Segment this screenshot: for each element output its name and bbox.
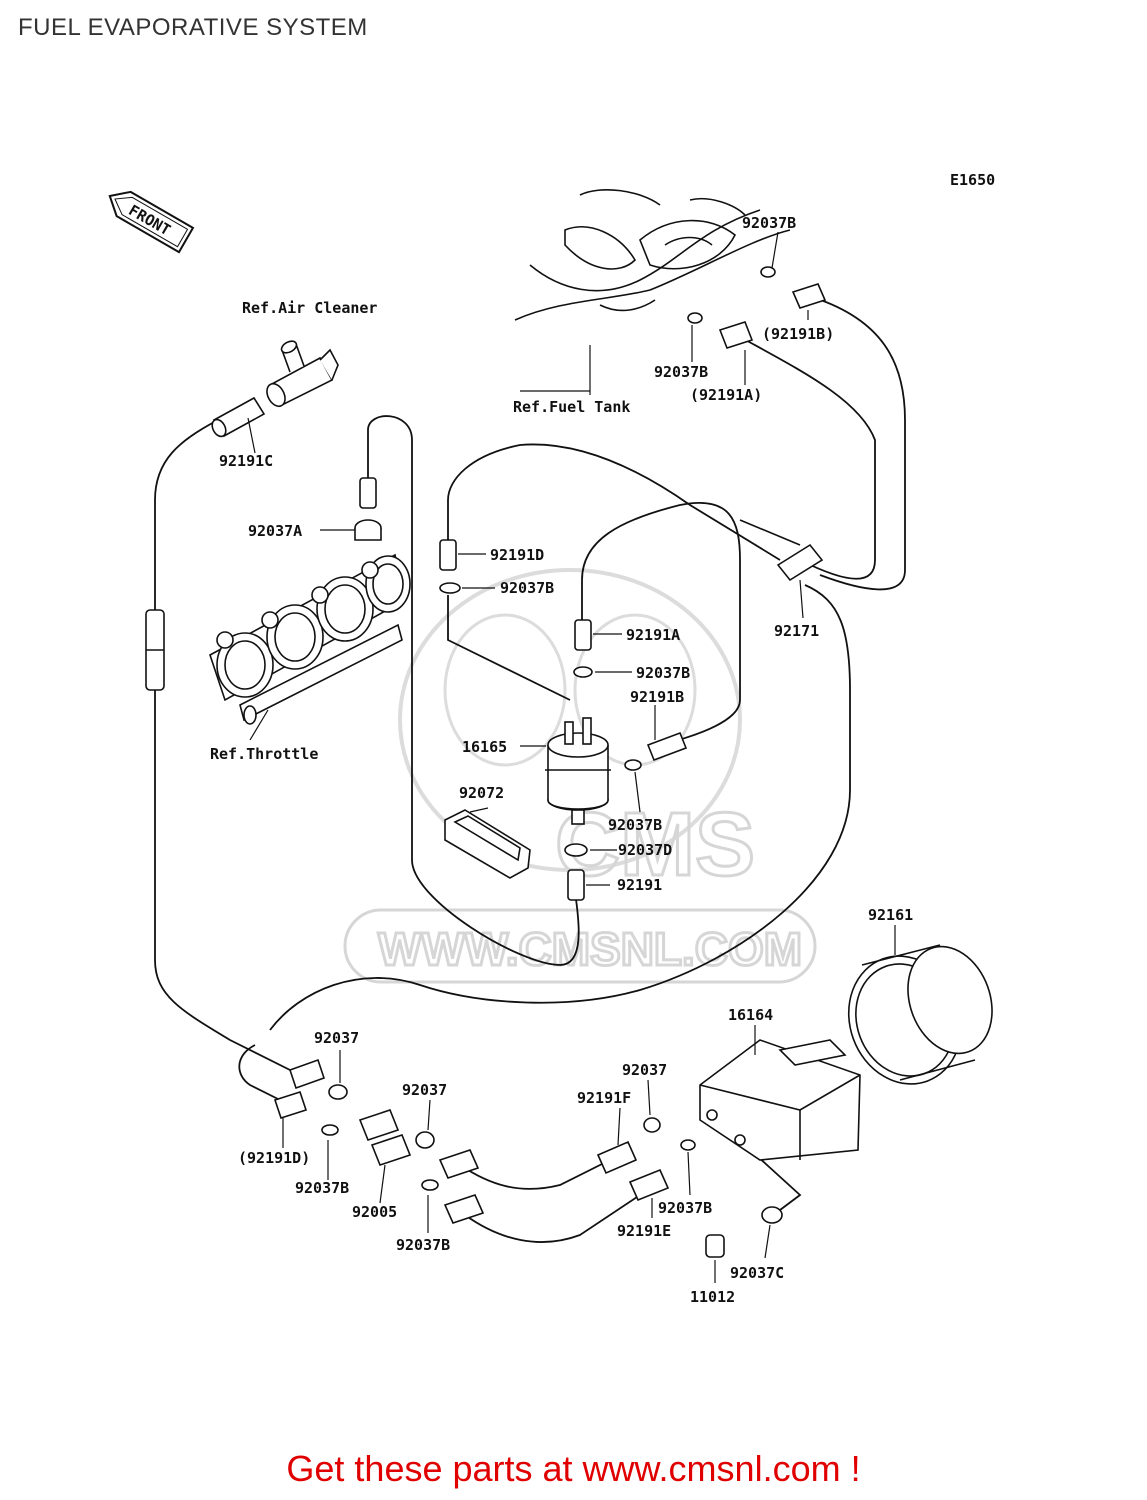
part-label-92037A: 92037A: [248, 522, 302, 540]
air-cleaner-fitting: [266, 340, 339, 408]
part-label-92037-right: 92037: [622, 1061, 667, 1079]
ref-fuel-tank-label: Ref.Fuel Tank: [513, 398, 630, 416]
front-arrow: FRONT: [108, 190, 195, 254]
part-label-92191D: 92191D: [490, 546, 544, 564]
part-label-92005: 92005: [352, 1203, 397, 1221]
part-label-92191D-paren: (92191D): [238, 1149, 310, 1167]
part-label-11012: 11012: [690, 1288, 735, 1306]
part-label-92037B-sep-mid: 92037B: [636, 664, 690, 682]
throttle-body: [209, 553, 411, 725]
part-label-92037-mid: 92037: [402, 1081, 447, 1099]
part-label-92171: 92171: [774, 622, 819, 640]
part-label-92191B-paren: (92191B): [762, 325, 834, 343]
part-label-92191A-paren: (92191A): [690, 386, 762, 404]
part-label-92037B-sep-top: 92037B: [500, 579, 554, 597]
part-label-16165: 16165: [462, 738, 507, 756]
diagram-code: E1650: [950, 171, 995, 189]
part-label-92037D: 92037D: [618, 841, 672, 859]
part-label-92037B-sep-side: 92037B: [608, 816, 662, 834]
part-label-92191E: 92191E: [617, 1222, 671, 1240]
footer-promo-text: Get these parts at www.cmsnl.com !: [286, 1448, 861, 1489]
leader-lines: [247, 231, 896, 1283]
part-label-92037C: 92037C: [730, 1264, 784, 1282]
part-label-92191: 92191: [617, 876, 662, 894]
watermark-url: WWW.CMSNL.COM: [378, 923, 802, 975]
band-92072: [444, 809, 531, 879]
page-title: FUEL EVAPORATIVE SYSTEM: [18, 14, 368, 41]
part-label-92161: 92161: [868, 906, 913, 924]
part-label-92037B-top: 92037B: [742, 214, 796, 232]
part-label-92191B: 92191B: [630, 688, 684, 706]
separator-16165: [545, 717, 611, 825]
part-label-92191A: 92191A: [626, 626, 680, 644]
part-label-92191C: 92191C: [219, 452, 273, 470]
part-label-16164: 16164: [728, 1006, 773, 1024]
watermark-brand: CMS: [555, 795, 755, 895]
part-label-92037B-canister: 92037B: [658, 1199, 712, 1217]
cover-92161: [847, 944, 993, 1085]
canister-16164: [699, 1039, 861, 1161]
part-label-92037-left: 92037: [314, 1029, 359, 1047]
ref-air-cleaner-label: Ref.Air Cleaner: [242, 299, 377, 317]
part-label-92037B-tank: 92037B: [654, 363, 708, 381]
ref-throttle-label: Ref.Throttle: [210, 745, 318, 763]
part-label-92037B-lower-mid: 92037B: [396, 1236, 450, 1254]
part-labels: Ref.Air Cleaner Ref.Fuel Tank Ref.Thrott…: [210, 214, 913, 1306]
hoses: [154, 297, 906, 1243]
hose-pieces: [145, 266, 827, 1258]
part-label-92072: 92072: [459, 784, 504, 802]
part-label-92037B-lower-left: 92037B: [295, 1179, 349, 1197]
fuel-tank: [514, 189, 791, 321]
part-label-92191F: 92191F: [577, 1089, 631, 1107]
